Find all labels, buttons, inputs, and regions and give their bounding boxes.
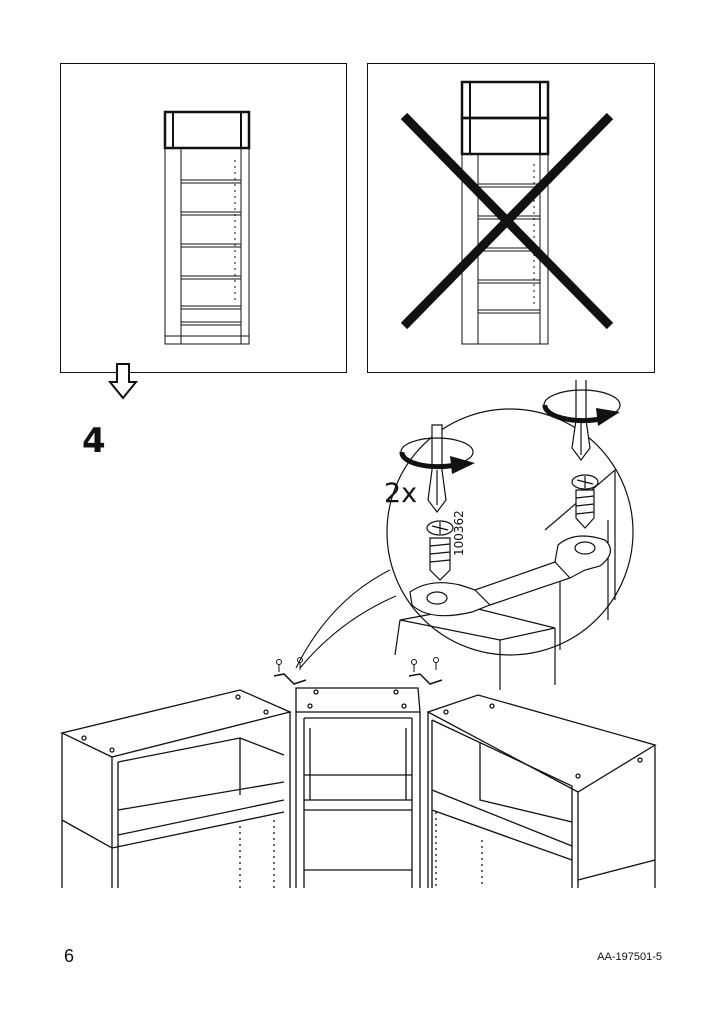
bookcase-with-height-extension-illustration bbox=[163, 110, 251, 345]
screw-icon bbox=[426, 520, 454, 581]
bookcase-with-two-extensions-illustration bbox=[400, 80, 614, 345]
screw-icon bbox=[571, 474, 599, 529]
step-number: 4 bbox=[82, 421, 106, 461]
quantity-label: 2x bbox=[384, 478, 418, 509]
down-arrow-icon bbox=[108, 363, 138, 400]
document-id: AA-197501-5 bbox=[597, 951, 662, 963]
part-number-label: 100362 bbox=[452, 510, 466, 556]
incorrect-example-panel bbox=[367, 63, 655, 373]
assembly-illustration bbox=[60, 380, 657, 888]
page-number: 6 bbox=[64, 946, 75, 966]
prohibited-cross-icon bbox=[400, 112, 614, 330]
rotate-clockwise-icon bbox=[399, 437, 475, 474]
connecting-bracket-icon bbox=[409, 535, 611, 617]
correct-example-panel bbox=[60, 63, 347, 373]
rotate-clockwise-icon bbox=[542, 389, 621, 426]
